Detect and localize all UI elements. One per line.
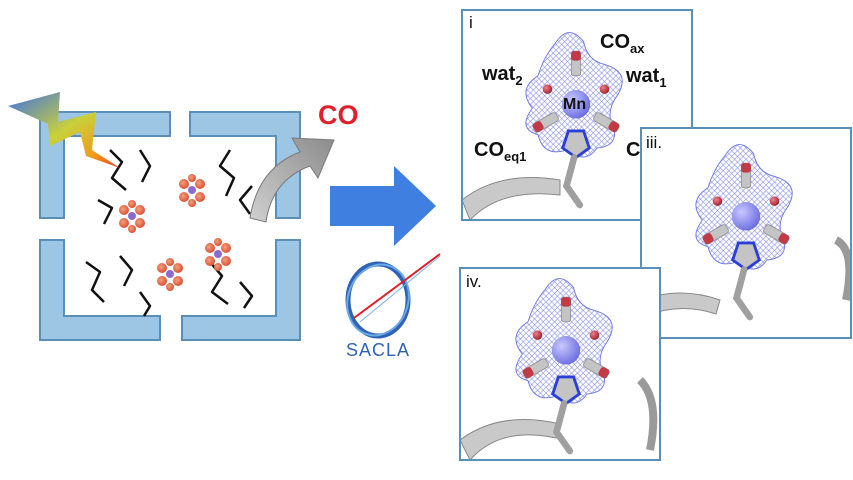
panel-i-label: i bbox=[469, 13, 473, 32]
process-arrow-icon bbox=[330, 166, 436, 246]
release-arrow-icon bbox=[249, 137, 335, 223]
panel-iv: iv. bbox=[459, 267, 661, 461]
light-flash-icon bbox=[8, 92, 120, 168]
protein-cage bbox=[39, 111, 301, 341]
co-release-label: CO bbox=[318, 100, 359, 130]
co-eq1-label: COeq1 bbox=[474, 139, 526, 164]
cage-corner-bottom-left bbox=[39, 239, 161, 341]
cluster-left bbox=[119, 200, 145, 233]
panel-iii-label: iii. bbox=[646, 133, 662, 152]
cluster-top-center bbox=[179, 174, 205, 207]
co-ax-label: COax bbox=[600, 31, 645, 56]
panel-iii: iii. bbox=[640, 127, 852, 339]
panel-iv-label: iv. bbox=[466, 272, 482, 291]
sacla-logo: SACLA bbox=[345, 253, 441, 360]
mn-label: Mn bbox=[563, 96, 586, 113]
wat1-label: wat1 bbox=[625, 65, 667, 90]
cluster-right bbox=[205, 238, 231, 271]
co-eq2-label-cut: C bbox=[626, 139, 640, 161]
wat2-label: wat2 bbox=[481, 63, 523, 88]
cluster-bottom bbox=[157, 258, 183, 291]
side-chains bbox=[85, 149, 254, 317]
cage-corner-bottom-right bbox=[181, 239, 301, 341]
sacla-logo-text: SACLA bbox=[346, 340, 410, 360]
